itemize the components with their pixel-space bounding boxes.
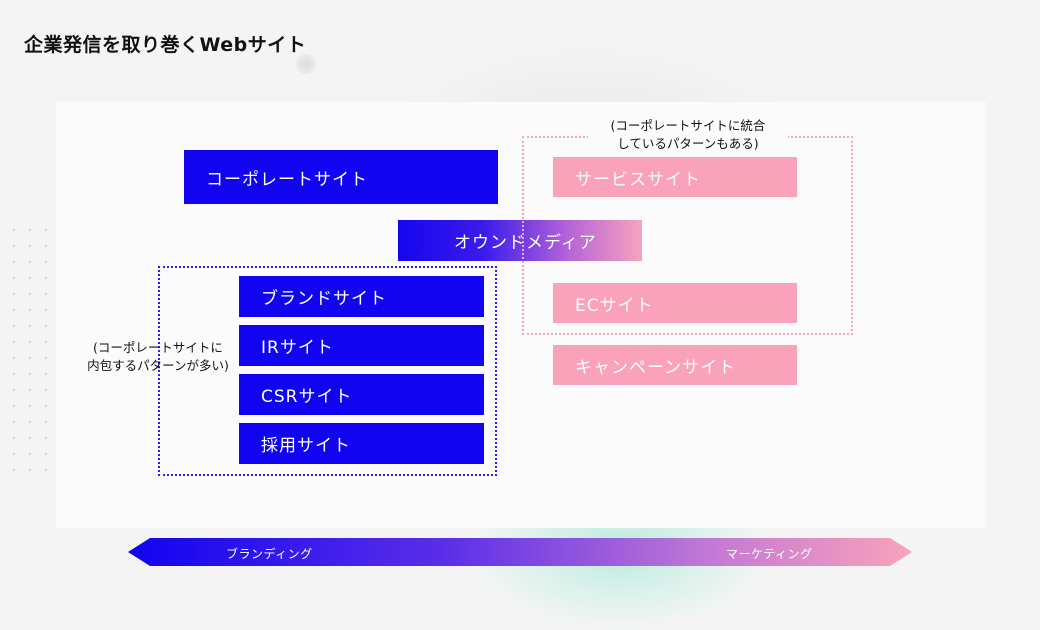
campaign-site-box: キャンペーンサイト [553,345,797,385]
brand-site-box: ブランドサイト [239,276,484,317]
axis-left-label: ブランディング [226,547,313,561]
branding-marketing-axis: ブランディング マーケティング [128,536,912,568]
ir-site-label: IRサイト [261,338,334,358]
service-site-box: サービスサイト [553,157,797,197]
corporate-site-box: コーポレートサイト [184,150,498,204]
right-group-note: (コーポレートサイトに統合 しているパターンもある) [588,117,788,153]
brand-site-label: ブランドサイト [261,289,387,309]
recruit-site-label: 採用サイト [261,436,351,456]
service-site-label: サービスサイト [575,169,701,190]
page-title: 企業発信を取り巻くWebサイト [24,34,307,56]
ec-site-box: ECサイト [553,283,797,323]
corporate-site-label: コーポレートサイト [206,169,368,190]
axis-arrow [128,538,912,566]
left-note-line-1: (コーポレートサイトに [93,340,223,355]
right-note-line-1: (コーポレートサイトに統合 [610,118,766,133]
background-dot [296,54,316,74]
campaign-site-label: キャンペーンサイト [575,357,737,378]
csr-site-box: CSRサイト [239,374,484,415]
ir-site-box: IRサイト [239,325,484,366]
corporate-inclusion-group [158,266,497,476]
right-note-line-2: しているパターンもある) [617,136,759,151]
left-group-note: (コーポレートサイトに 内包するパターンが多い) [78,339,238,375]
axis-right-label: マーケティング [726,547,813,561]
csr-site-label: CSRサイト [261,387,353,407]
left-note-line-2: 内包するパターンが多い) [87,358,229,373]
owned-media-label: オウンドメディア [454,233,597,253]
ec-site-label: ECサイト [575,295,654,316]
axis-arrow-shape [128,538,912,566]
owned-media-box: オウンドメディア [398,220,642,261]
decorative-dot-grid [6,222,58,472]
recruit-site-box: 採用サイト [239,423,484,464]
